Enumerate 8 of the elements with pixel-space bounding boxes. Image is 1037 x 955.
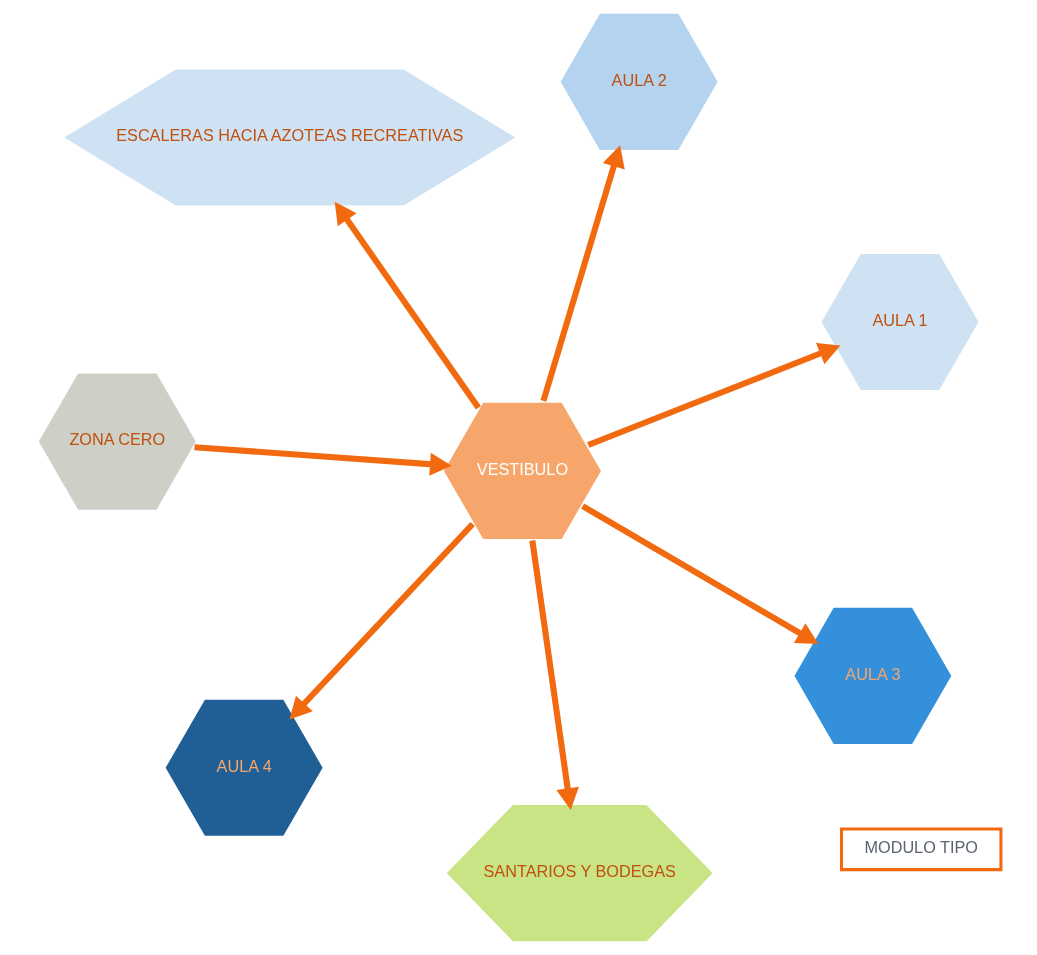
arrow — [193, 444, 452, 476]
arrow — [528, 540, 579, 810]
arrow — [586, 342, 840, 448]
arrow — [580, 503, 818, 645]
arrow — [334, 201, 481, 410]
arrow — [540, 145, 625, 402]
arrow — [288, 521, 475, 720]
node-box: MODULO TIPO — [839, 827, 1002, 872]
